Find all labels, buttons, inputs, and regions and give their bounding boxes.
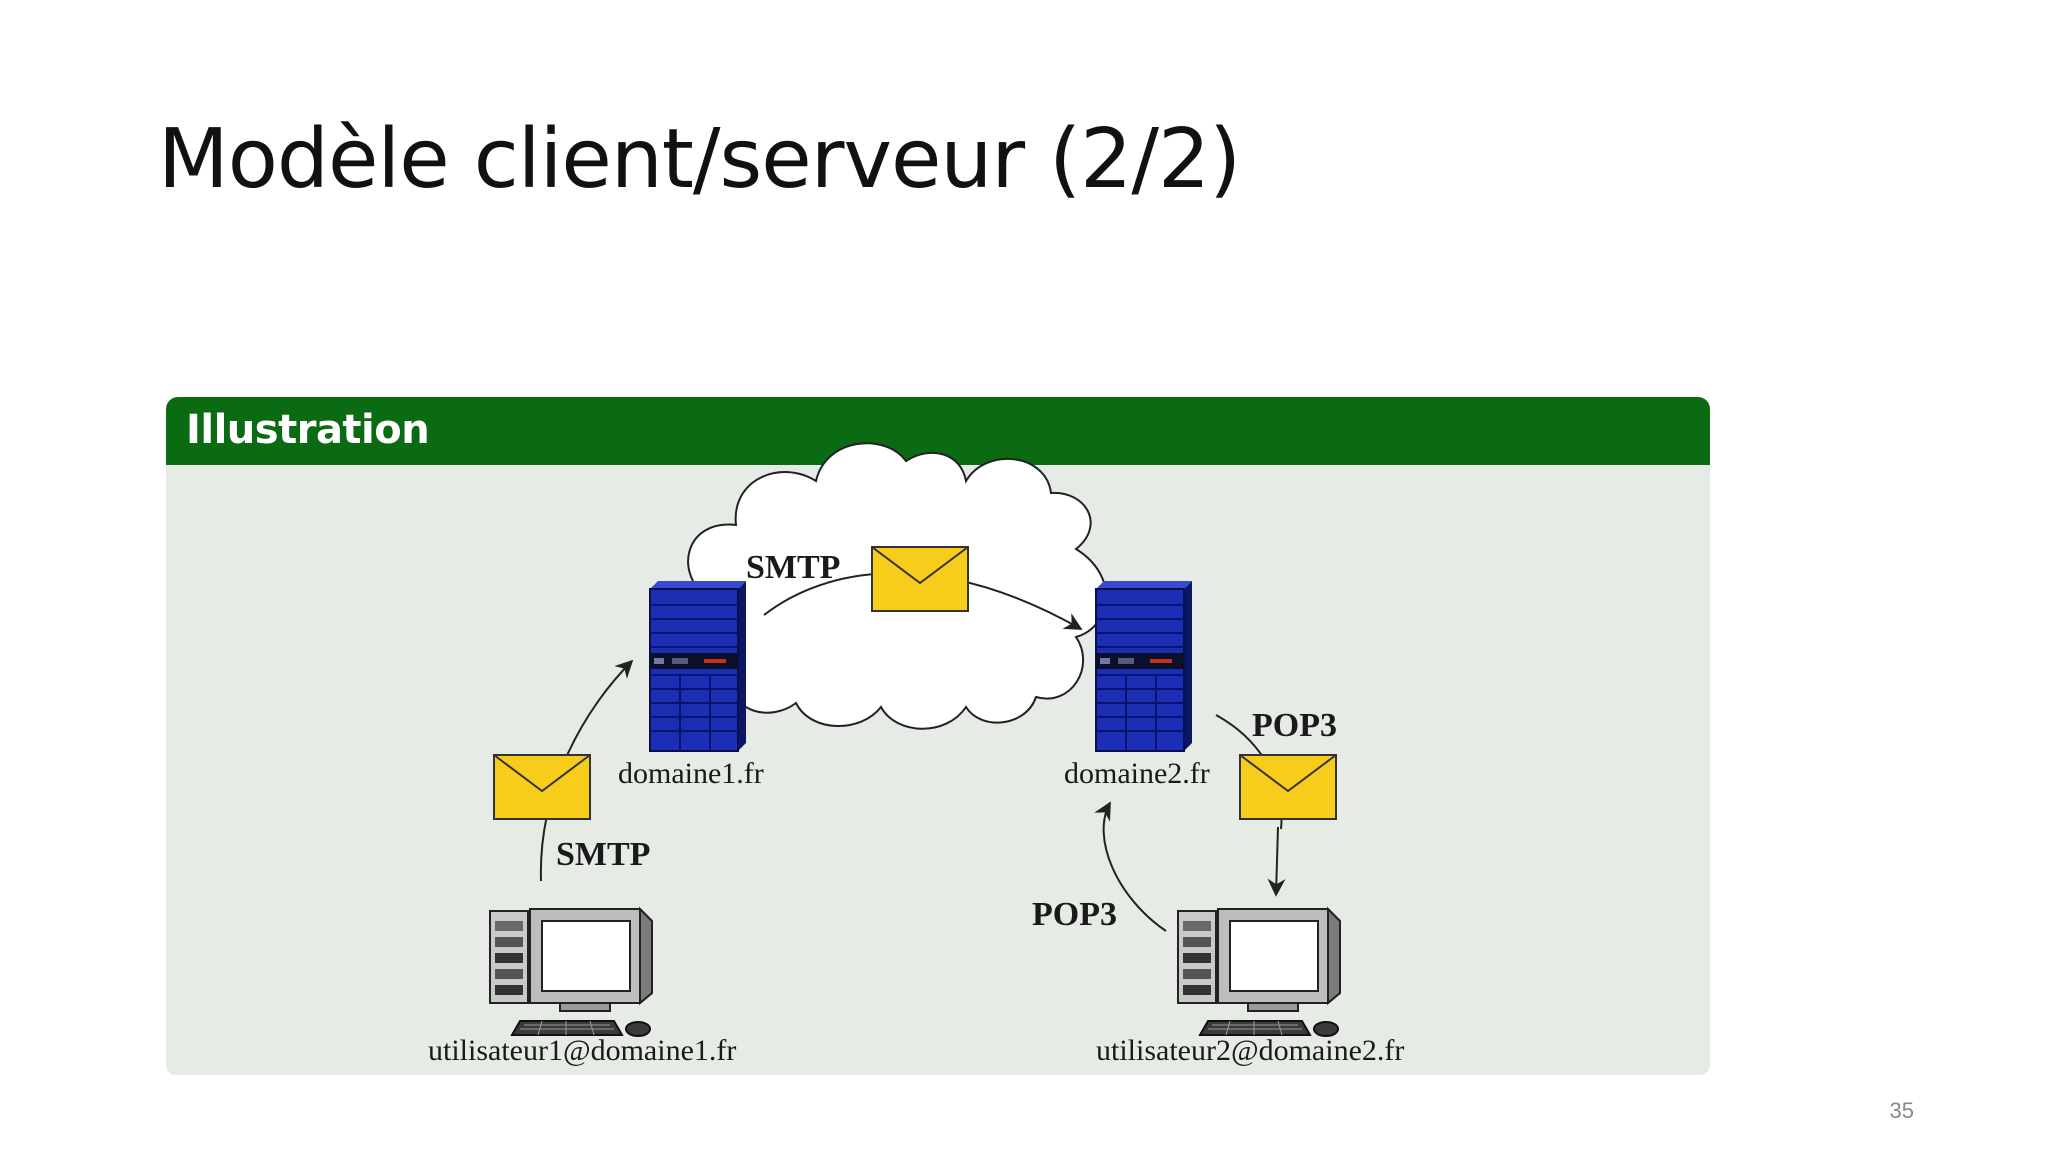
protocol-label-smtp-top: SMTP (746, 549, 840, 586)
arrow-server2-to-client2-end (1267, 826, 1286, 897)
client1-label: utilisateur1@domaine1.fr (428, 1034, 736, 1067)
server-icon (649, 580, 747, 752)
arrow-client2-to-server2 (1094, 801, 1167, 932)
envelope-icon (1239, 754, 1337, 820)
computer-icon (1177, 908, 1341, 1037)
mail-flow-diagram: SMTP SMTP POP3 POP3 domaine1.fr domaine2… (428, 442, 1404, 1067)
protocol-label-pop3-right: POP3 (1252, 707, 1337, 744)
envelope-icon (871, 546, 969, 612)
page-number: 35 (1889, 1098, 1914, 1123)
computer-icon (489, 908, 653, 1037)
arrow-client1-to-server1 (539, 659, 634, 882)
server2-label: domaine2.fr (1064, 757, 1210, 790)
envelope-icon (493, 754, 591, 820)
illustration-block: Illustration (166, 397, 1710, 1075)
client2-label: utilisateur2@domaine2.fr (1096, 1034, 1404, 1067)
protocol-label-smtp-left: SMTP (556, 836, 650, 873)
server-icon (1095, 580, 1193, 752)
block-title: Illustration (186, 407, 430, 453)
server1-label: domaine1.fr (618, 757, 764, 790)
slide-title: Modèle client/serveur (2/2) (158, 112, 1241, 207)
protocol-label-pop3-left: POP3 (1032, 896, 1117, 933)
